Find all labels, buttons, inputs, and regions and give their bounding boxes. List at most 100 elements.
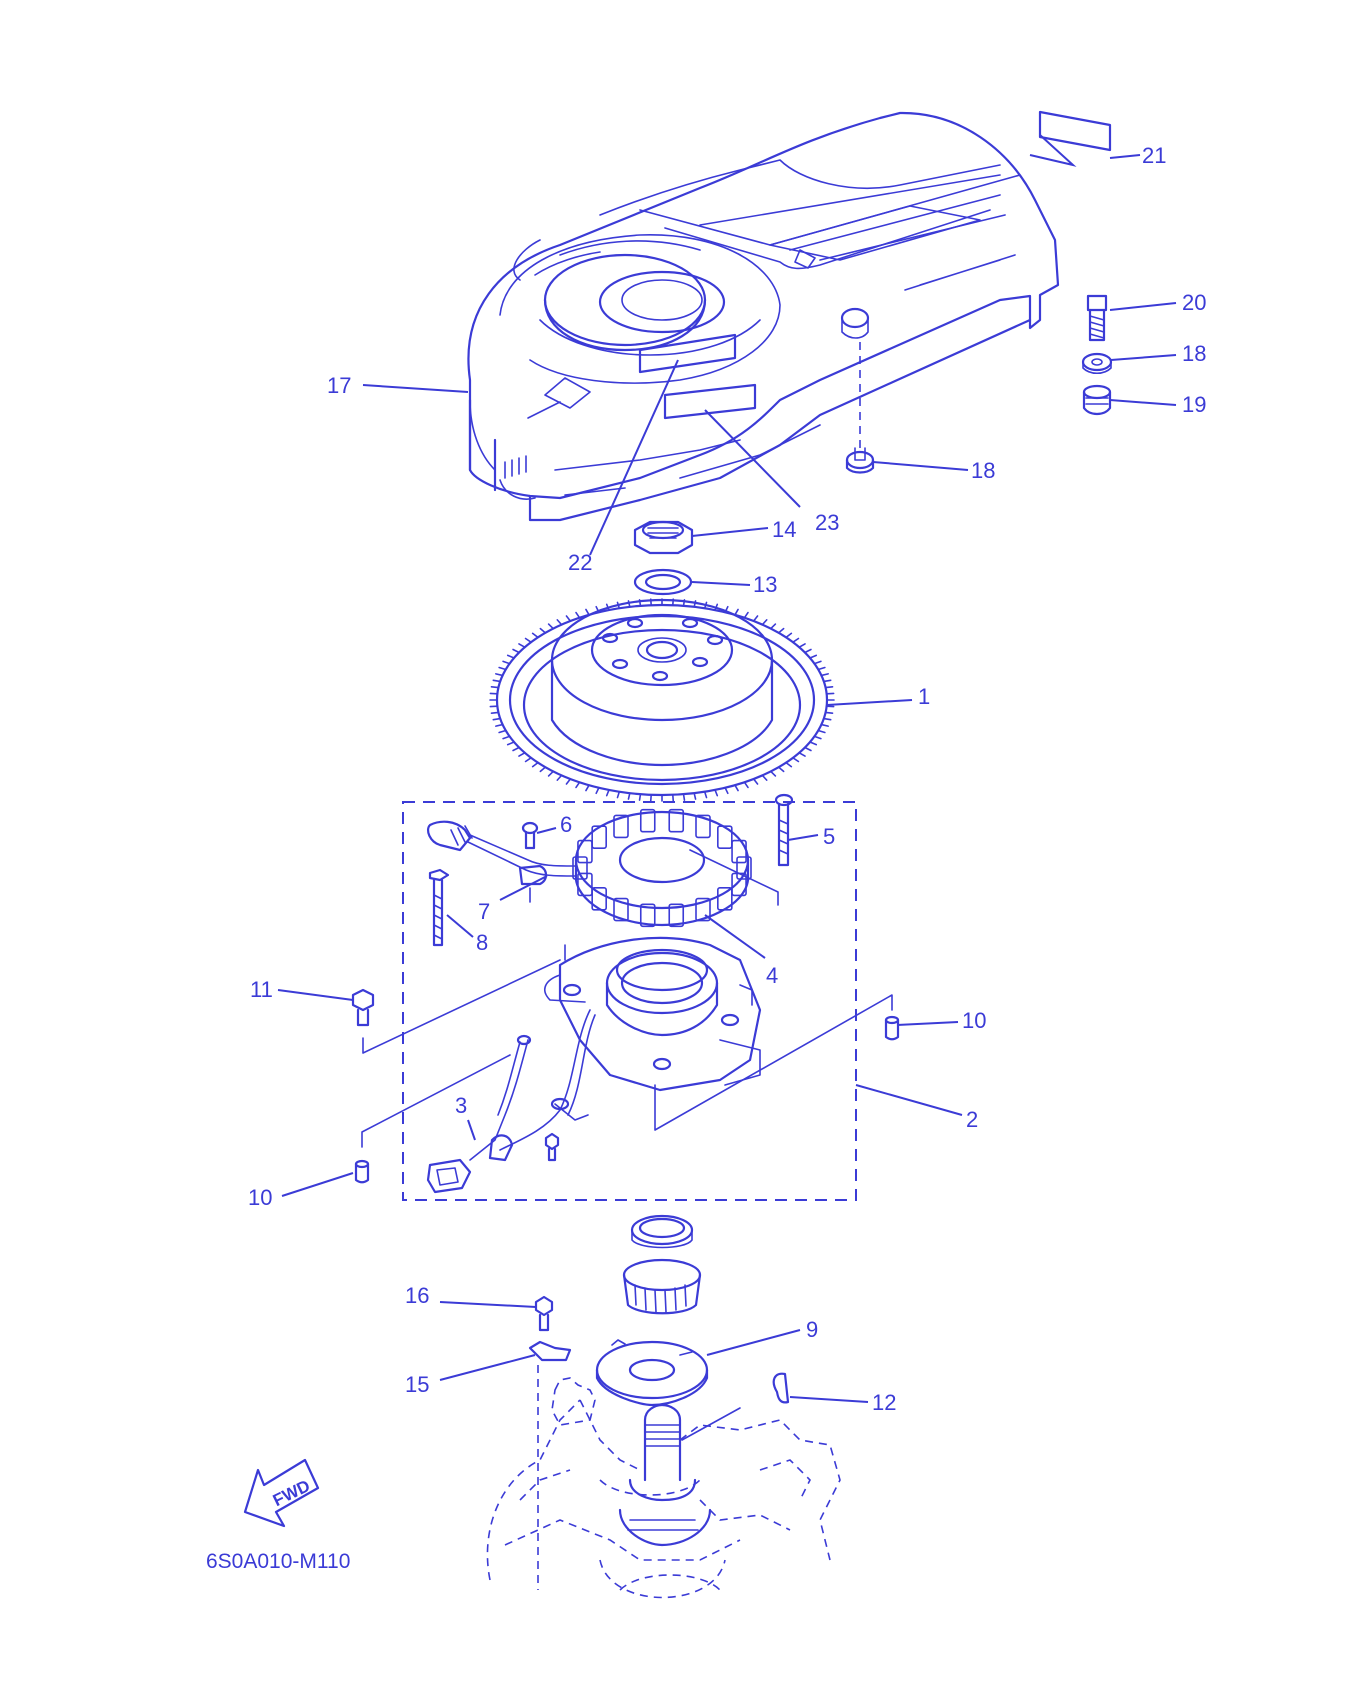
gear-tooth (547, 623, 555, 630)
gear-tooth (524, 757, 532, 763)
gear-tooth (565, 615, 572, 622)
stator-pole (613, 897, 629, 922)
stator-pole (572, 856, 588, 880)
gear-tooth (817, 666, 826, 671)
gear-tooth (734, 784, 739, 792)
gear-tooth (792, 637, 800, 643)
gear-tooth (495, 723, 504, 727)
washer-part-13 (633, 568, 693, 596)
callout-6: 6 (560, 812, 572, 837)
gear-tooth (682, 793, 686, 801)
gear-tooth (809, 741, 818, 746)
fwd-text: FWD (270, 1476, 313, 1510)
stator-pole (668, 808, 685, 833)
bolt-part-5 (774, 793, 794, 867)
gear-tooth (703, 790, 708, 799)
leader-lines (277, 134, 1177, 1403)
stator-pole (695, 814, 711, 839)
callout-18-lower: 18 (971, 458, 995, 483)
gear-tooth (565, 778, 572, 785)
callout-12: 12 (872, 1390, 896, 1415)
stator-pole (717, 825, 733, 849)
ring-gear-teeth (489, 598, 835, 802)
stator-pole (717, 887, 733, 911)
gear-tooth (817, 729, 826, 734)
callout-17: 17 (327, 373, 351, 398)
callout-10-left: 10 (248, 1185, 272, 1210)
stator-pole (613, 814, 629, 839)
gear-tooth (693, 792, 697, 800)
gear-tooth (820, 723, 829, 727)
bolt-part-20 (1086, 294, 1108, 342)
callout-3: 3 (455, 1093, 467, 1118)
gear-tooth (809, 654, 818, 659)
bolt-part-11 (351, 988, 375, 1027)
plate-part-9 (595, 1339, 709, 1407)
gear-tooth (490, 686, 500, 689)
wire-harness-part-3 (426, 1009, 596, 1194)
washer-part-18 (1081, 352, 1113, 375)
gear-tooth (498, 666, 507, 671)
stator-coil-part-4 (572, 808, 752, 928)
callout-20: 20 (1182, 290, 1206, 315)
callout-16: 16 (405, 1283, 429, 1308)
gear-tooth (575, 611, 581, 619)
gear-tooth (752, 778, 759, 785)
gear-tooth (502, 735, 511, 740)
callout-4: 4 (766, 963, 778, 988)
clamp-part-15 (528, 1340, 572, 1362)
gear-tooth (518, 643, 526, 649)
callout-9: 9 (806, 1317, 818, 1342)
gear-tooth (518, 751, 526, 757)
gear-tooth (585, 608, 590, 616)
gear-tooth (575, 781, 581, 789)
gear-tooth (524, 637, 532, 643)
gear-tooth (638, 793, 642, 801)
stator-base-part-2 (544, 936, 762, 1092)
gear-tooth (769, 623, 777, 630)
gear-tooth (734, 608, 739, 616)
gear-tooth (823, 717, 832, 721)
key-part-12 (772, 1372, 790, 1404)
gear-tooth (498, 729, 507, 734)
engine-block (486, 1377, 841, 1599)
stator-pole (591, 825, 607, 849)
grommet-part-19 (1082, 384, 1112, 416)
gear-tooth (777, 627, 785, 634)
gear-tooth (595, 786, 600, 795)
gear-tooth (714, 789, 719, 797)
gear-tooth (539, 766, 547, 773)
gear-tooth (506, 654, 515, 659)
gear-tooth (616, 790, 621, 799)
stator-pole (591, 887, 607, 911)
gear-tooth (798, 643, 806, 649)
gear-tooth (539, 627, 547, 634)
callout-8: 8 (476, 930, 488, 955)
flywheel-part-1 (489, 598, 835, 802)
dowel-pin-part-10-left (354, 1159, 370, 1184)
key-leader (681, 1407, 741, 1441)
dowel-pin-part-10-right (884, 1015, 900, 1041)
callout-22: 22 (568, 550, 592, 575)
bolt-part-8 (428, 868, 450, 947)
gear-tooth (585, 784, 590, 792)
gear-tooth (761, 774, 768, 781)
callout-13: 13 (753, 572, 777, 597)
nut-part-14 (633, 520, 694, 555)
gear-tooth (556, 774, 563, 781)
gear-tooth (752, 615, 759, 622)
callout-7: 7 (478, 899, 490, 924)
flywheel-cover-part-17 (467, 111, 1060, 522)
harness-screw (544, 1132, 560, 1162)
gear-tooth (824, 711, 834, 714)
stator-assembly-box-part-2 (402, 801, 857, 1201)
bearing-cup (622, 1258, 702, 1315)
gear-tooth (813, 660, 822, 665)
gear-tooth (785, 761, 793, 768)
gear-tooth (769, 770, 777, 777)
stator-pole (695, 897, 711, 922)
gear-tooth (605, 789, 610, 797)
gear-tooth (743, 781, 749, 789)
